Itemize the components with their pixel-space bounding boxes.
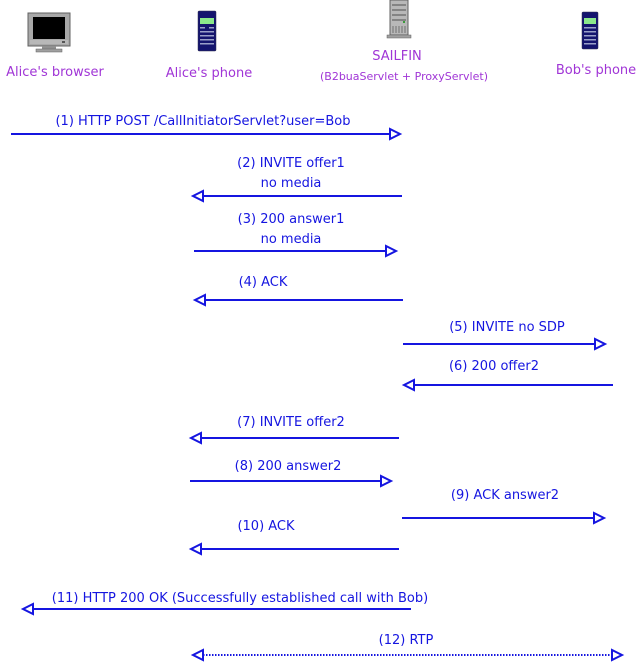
message-label: (12) RTP <box>379 633 434 648</box>
actor-bob-phone: Bob's phone <box>556 11 636 78</box>
message-label: (3) 200 answer1 <box>238 212 345 227</box>
actor-browser: Alice's browser <box>6 12 105 80</box>
message-2: (2) INVITE offer1 no media <box>190 156 402 203</box>
message-8: (8) 200 answer2 <box>190 459 394 488</box>
message-4: (4) ACK <box>192 275 403 307</box>
message-12: (12) RTP <box>190 633 625 662</box>
message-3: (3) 200 answer1 no media <box>194 212 399 258</box>
message-10: (10) ACK <box>188 519 399 556</box>
message-sublabel: no media <box>261 176 322 191</box>
arrowhead-icon <box>593 511 607 525</box>
message-label: (8) 200 answer2 <box>235 459 342 474</box>
actor-sailfin: SAILFIN (B2buaServlet + ProxyServlet) <box>320 0 488 83</box>
message-11: (11) HTTP 200 OK (Successfully establish… <box>20 591 428 616</box>
message-5: (5) INVITE no SDP <box>403 320 608 351</box>
message-label: (5) INVITE no SDP <box>449 320 565 335</box>
arrowhead-icon <box>611 648 625 662</box>
arrowhead-icon <box>188 542 202 556</box>
message-label: (10) ACK <box>237 519 295 534</box>
arrowhead-icon <box>380 474 394 488</box>
arrowhead-icon <box>594 337 608 351</box>
arrowhead-icon <box>401 378 415 392</box>
message-label: (7) INVITE offer2 <box>237 415 345 430</box>
message-9: (9) ACK answer2 <box>402 488 607 525</box>
message-list: (1) HTTP POST /CallInitiatorServlet?user… <box>11 114 625 662</box>
mobile-phone-icon <box>197 10 217 52</box>
actor-sublabel: (B2buaServlet + ProxyServlet) <box>320 70 488 83</box>
arrowhead-icon <box>192 293 206 307</box>
arrowhead-icon <box>389 127 403 141</box>
message-label: (2) INVITE offer1 <box>237 156 345 171</box>
arrowhead-icon <box>190 648 204 662</box>
message-label: (1) HTTP POST /CallInitiatorServlet?user… <box>55 114 350 129</box>
message-7: (7) INVITE offer2 <box>188 415 399 445</box>
arrowhead-icon <box>188 431 202 445</box>
arrowhead-icon <box>190 189 204 203</box>
arrowhead-icon <box>385 244 399 258</box>
arrowhead-icon <box>20 602 34 616</box>
server-tower-icon <box>386 0 412 39</box>
message-label: (6) 200 offer2 <box>449 359 539 374</box>
message-sublabel: no media <box>261 232 322 247</box>
message-label: (4) ACK <box>239 275 288 290</box>
message-1: (1) HTTP POST /CallInitiatorServlet?user… <box>11 114 403 141</box>
actor-label: Bob's phone <box>556 63 636 78</box>
mobile-phone-icon <box>581 11 599 50</box>
actor-alice-phone: Alice's phone <box>166 10 252 81</box>
message-label: (11) HTTP 200 OK (Successfully establish… <box>52 591 428 606</box>
actor-label: Alice's phone <box>166 66 252 81</box>
actor-label: Alice's browser <box>6 65 104 80</box>
message-label: (9) ACK answer2 <box>451 488 559 503</box>
computer-monitor-icon <box>27 12 71 53</box>
message-6: (6) 200 offer2 <box>401 359 613 392</box>
actor-label: SAILFIN <box>372 49 422 64</box>
